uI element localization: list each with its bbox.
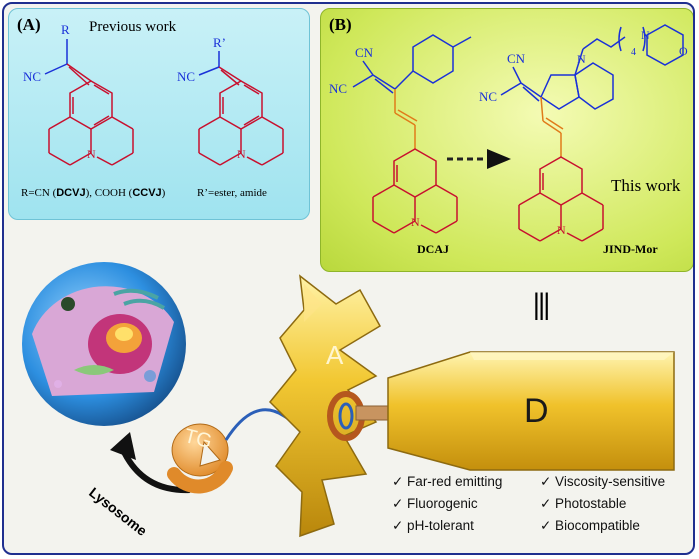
panel-a-structures: R NC N: [23, 22, 284, 166]
chain-subscript: 4: [631, 47, 636, 58]
caption-ester-amide: R’=ester, amide: [197, 187, 267, 199]
morpholine-o-label: O: [679, 44, 688, 58]
molecule-jind-mor: [500, 24, 684, 242]
panel-b-structures: CN NC N DCAJ: [329, 24, 688, 256]
ccvj-name: CCVJ: [132, 187, 162, 199]
this-work-label: This work: [611, 176, 681, 195]
feature-biocompatible: ✓ Biocompatible: [540, 518, 640, 533]
equivalent-symbol: |||: [532, 288, 550, 321]
panel-a-label: (A): [17, 15, 41, 34]
panel-a-previous-work: R NC N: [8, 8, 310, 220]
acceptor-label: A: [326, 340, 344, 370]
mol2-r-label: R’: [213, 35, 226, 50]
feature-viscosity: ✓ Viscosity-sensitive: [540, 474, 666, 489]
feature-ph-tolerant: ✓ pH-tolerant: [392, 518, 474, 533]
jind-mor-name: JIND-Mor: [603, 242, 658, 256]
lysosome-arrow: [110, 432, 191, 494]
probe-illustration: [22, 262, 675, 538]
indole-n-label: N: [577, 52, 586, 66]
cell-illustration: [22, 262, 186, 426]
dcvj-name: DCVJ: [56, 187, 86, 199]
molecule-dcaj: [352, 34, 472, 234]
jind-n-label: N: [557, 223, 566, 237]
molecule-ester-amide: [198, 51, 284, 166]
feature-far-red: ✓ Far-red emitting: [392, 474, 503, 489]
feature-fluorogenic: ✓ Fluorogenic: [392, 496, 478, 511]
mol1-n-label: N: [87, 147, 96, 161]
dcaj-cn-label: CN: [355, 45, 374, 60]
caption-dcvj-ccvj: R=CN (DCVJ), COOH (CCVJ): [21, 187, 166, 199]
feature-photostable: ✓ Photostable: [540, 496, 627, 511]
donor-label: D: [524, 392, 549, 430]
mol1-r-label: R: [61, 22, 70, 37]
jind-nc-label: NC: [479, 89, 497, 104]
acceptor-unit: [268, 274, 393, 538]
morpholine-n-label: N: [641, 28, 650, 42]
panel-b-label: (B): [329, 15, 352, 34]
dcaj-name: DCAJ: [417, 242, 449, 256]
mol2-nc-label: NC: [177, 69, 195, 84]
dcaj-nc-label: NC: [329, 81, 347, 96]
jind-cn-label: CN: [507, 51, 526, 66]
panel-b-this-work: CN NC N DCAJ: [320, 8, 693, 272]
molecule-dcvj-ccvj: [44, 39, 134, 166]
panel-a-title: Previous work: [89, 19, 177, 35]
dcaj-n-label: N: [411, 215, 420, 229]
donor-unit: [387, 351, 675, 471]
mol1-nc-label: NC: [23, 69, 41, 84]
transform-arrow: [447, 149, 511, 169]
mol2-n-label: N: [237, 147, 246, 161]
tg-targeting-group: [167, 423, 233, 494]
